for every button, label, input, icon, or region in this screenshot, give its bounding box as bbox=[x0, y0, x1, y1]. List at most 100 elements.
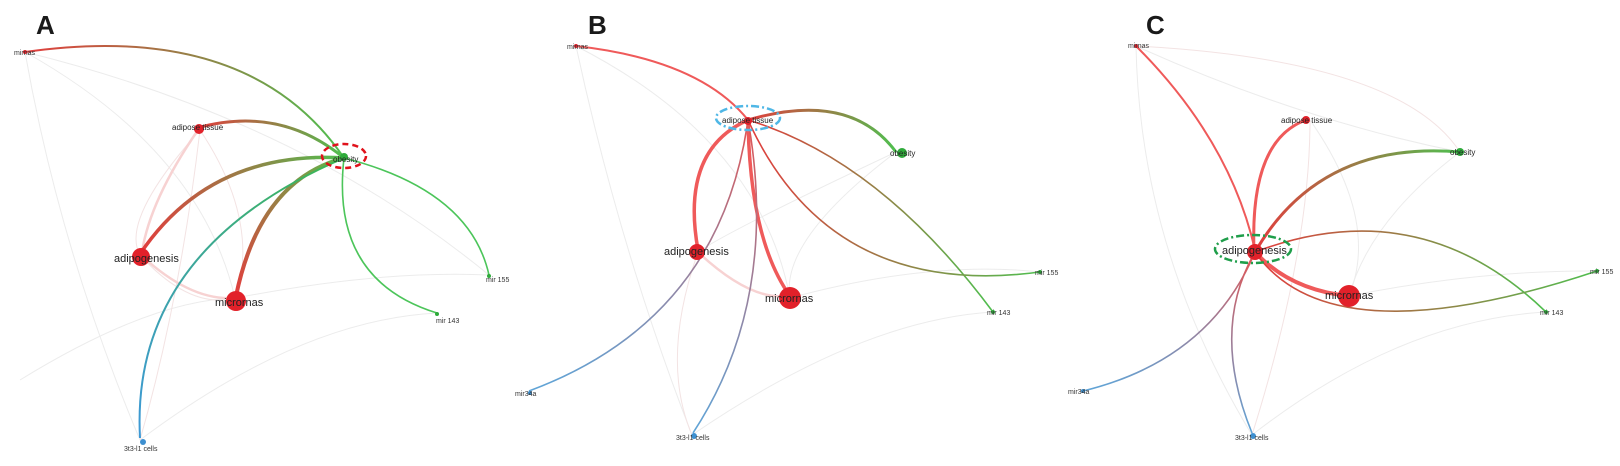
node-adipogenesis bbox=[132, 248, 150, 266]
link-micrornas-obesity bbox=[234, 156, 345, 297]
node-mir34a bbox=[528, 391, 532, 395]
faint-link bbox=[1135, 45, 1253, 436]
label-mirnas: mirnas bbox=[1128, 43, 1150, 50]
link-mirnas-obesity bbox=[24, 45, 345, 159]
panel-letter-c: C bbox=[1146, 10, 1165, 40]
link-adipogenesis-micrornas bbox=[1253, 250, 1350, 298]
link-adipogenesis-3t3 bbox=[1230, 251, 1256, 434]
link-adipose-obesity bbox=[747, 108, 898, 153]
faint-link bbox=[141, 255, 233, 300]
link-obesity-mir155 bbox=[343, 157, 490, 276]
highlight-ring-adipogenesis bbox=[1213, 233, 1293, 265]
faint-link bbox=[1348, 270, 1598, 297]
label-mir34a: mir34a bbox=[1068, 389, 1090, 396]
label-mir155: mir 155 bbox=[486, 277, 509, 284]
node-3t3-cells bbox=[691, 433, 697, 439]
link-mirnas-adipogenesis bbox=[1135, 45, 1256, 251]
node-mirnas bbox=[574, 44, 578, 48]
label-micrornas: micrornas bbox=[215, 297, 264, 309]
node-micrornas bbox=[779, 287, 801, 309]
faint-link bbox=[24, 51, 490, 276]
node-mir143 bbox=[1544, 310, 1548, 314]
label-mir143: mir 143 bbox=[1540, 310, 1563, 317]
link-adipogenesis-mir143 bbox=[1254, 230, 1547, 313]
faint-link bbox=[676, 251, 699, 436]
node-mirnas bbox=[1134, 44, 1138, 48]
link-adipogenesis-obesity bbox=[1253, 149, 1461, 253]
node-mir155 bbox=[487, 274, 491, 278]
link-adipose-adipogenesis bbox=[1252, 118, 1307, 251]
label-obesity: obesity bbox=[890, 149, 915, 158]
faint-link bbox=[1135, 45, 1461, 153]
link-adipogenesis-mir34a bbox=[1082, 251, 1256, 392]
link-adipose-mir34a bbox=[528, 119, 749, 392]
node-adipogenesis bbox=[1247, 244, 1263, 260]
faint-link bbox=[575, 45, 693, 436]
faint-link bbox=[139, 312, 438, 441]
faint-link bbox=[1135, 45, 1461, 153]
link-adipose-3t3 bbox=[692, 119, 758, 434]
node-adipose-tissue bbox=[194, 124, 204, 134]
faint-link bbox=[1348, 151, 1461, 297]
panel-letter-a: A bbox=[36, 10, 55, 40]
faint-link bbox=[19, 297, 237, 381]
faint-link bbox=[140, 129, 200, 253]
label-adipogenesis: adipogenesis bbox=[1222, 245, 1287, 257]
node-micrornas bbox=[1338, 285, 1360, 307]
label-mir155: mir 155 bbox=[1590, 269, 1613, 276]
label-adipogenesis: adipogenesis bbox=[114, 253, 179, 265]
link-obesity-mir143 bbox=[341, 157, 438, 314]
faint-link bbox=[1309, 119, 1359, 297]
faint-link bbox=[699, 253, 787, 298]
panel-b: B mirnas adipose tissue obes bbox=[515, 10, 1058, 442]
faint-link bbox=[135, 129, 201, 256]
node-3t3-cells bbox=[1250, 433, 1256, 439]
node-obesity bbox=[1456, 148, 1464, 156]
label-adipose-tissue: adipose tissue bbox=[722, 116, 774, 125]
label-mir155: mir 155 bbox=[1035, 270, 1058, 277]
node-adipogenesis bbox=[689, 244, 705, 260]
faint-link bbox=[24, 51, 141, 441]
link-adipose-micrornas bbox=[746, 119, 792, 298]
panel-a: A mirnas adipose tissu bbox=[14, 10, 509, 453]
label-adipose-tissue: adipose tissue bbox=[1281, 116, 1333, 125]
node-mirnas bbox=[23, 50, 27, 54]
link-adipose-obesity bbox=[196, 119, 345, 160]
link-adipose-mir155 bbox=[747, 119, 1041, 277]
label-mir143: mir 143 bbox=[436, 318, 459, 325]
node-mir155 bbox=[1038, 270, 1042, 274]
label-micrornas: micrornas bbox=[1325, 290, 1374, 302]
node-obesity bbox=[897, 148, 907, 158]
faint-link bbox=[789, 268, 1041, 299]
node-obesity bbox=[340, 153, 348, 161]
label-3t3-cells: 3t3-l1 cells bbox=[676, 435, 710, 442]
faint-link bbox=[788, 151, 897, 299]
faint-link bbox=[199, 129, 244, 299]
highlight-ring-obesity bbox=[320, 142, 368, 170]
label-obesity: obesity bbox=[333, 155, 358, 164]
node-adipose-tissue bbox=[744, 117, 752, 125]
link-adipose-adipogenesis bbox=[692, 118, 749, 251]
panel-letter-b: B bbox=[588, 10, 607, 40]
faint-link bbox=[691, 311, 994, 436]
faint-link bbox=[575, 45, 791, 299]
panel-c: C mirnas adipose tissue obes bbox=[1068, 10, 1613, 442]
node-adipose-tissue bbox=[1302, 116, 1310, 124]
link-mirnas-adipose bbox=[575, 45, 749, 121]
link-3t3-obesity bbox=[138, 157, 345, 439]
label-mirnas: mirnas bbox=[567, 44, 589, 51]
label-adipose-tissue: adipose tissue bbox=[172, 123, 224, 132]
faint-link bbox=[139, 129, 201, 441]
label-mir143: mir 143 bbox=[987, 310, 1010, 317]
label-3t3-cells: 3t3-l1 cells bbox=[1235, 435, 1269, 442]
faint-link bbox=[1251, 311, 1547, 436]
faint-link bbox=[24, 51, 236, 299]
label-obesity: obesity bbox=[1450, 148, 1475, 157]
label-micrornas: micrornas bbox=[765, 293, 814, 305]
node-mir143 bbox=[991, 310, 995, 314]
faint-link bbox=[1251, 119, 1311, 436]
label-3t3-cells: 3t3-l1 cells bbox=[124, 446, 158, 453]
faint-link bbox=[235, 273, 490, 299]
label-mir34a: mir34a bbox=[515, 391, 537, 398]
link-adipogenesis-mir155 bbox=[1254, 251, 1598, 313]
